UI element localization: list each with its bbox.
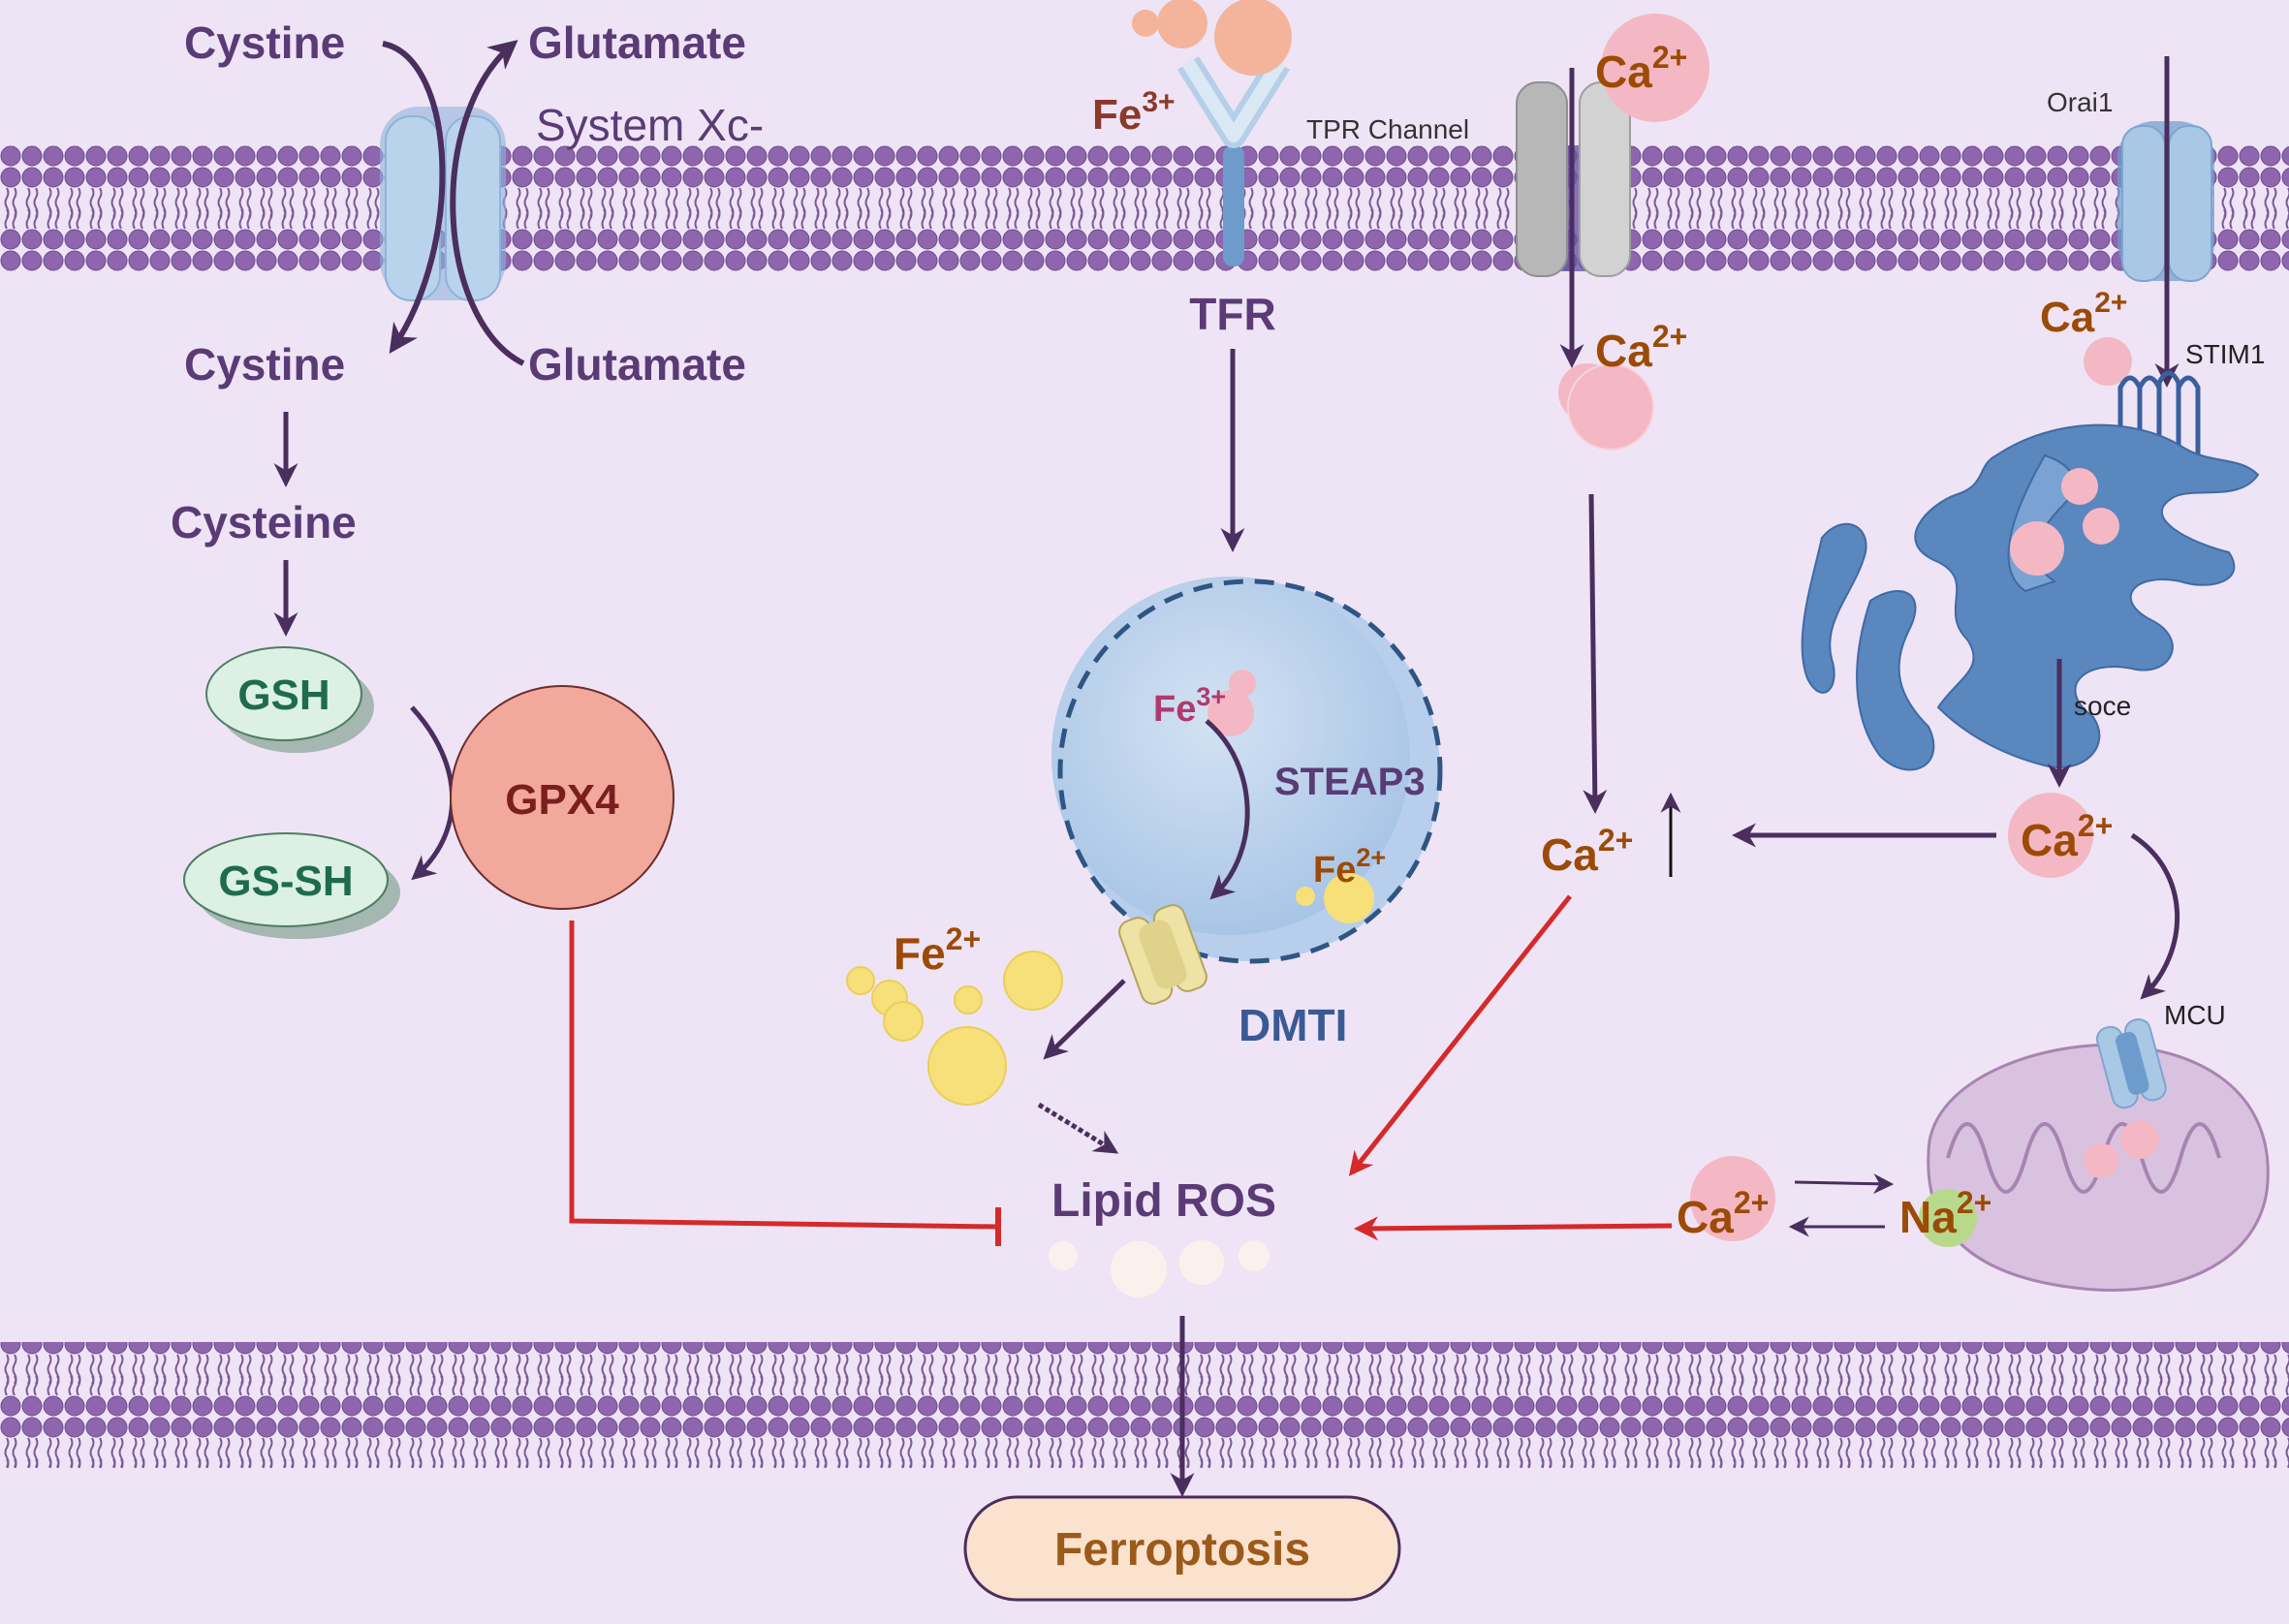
cystine-inside-label: Cystine: [184, 339, 345, 390]
endosome: [1051, 577, 1443, 964]
cystine-outside-label: Cystine: [184, 17, 345, 68]
fe2-iron-pool: [846, 951, 1063, 1106]
calcium-ion-orai1: [2084, 337, 2132, 386]
dmt1-transporter: [1118, 904, 1207, 1005]
glutamate-outside-label: Glutamate: [528, 17, 746, 68]
stim1-sensor: [2117, 370, 2201, 460]
calcium-ions-tpr: [1558, 363, 1654, 451]
dmt1-to-fe2-arrow: [1043, 979, 1126, 1060]
system-xc-label: System Xc-: [536, 100, 764, 150]
calcium-to-lipid-ros-arrow: [1348, 894, 1572, 1176]
ros-bubbles: [1049, 1240, 1270, 1297]
gpx4-label: GPX4: [505, 776, 619, 824]
glutamate-inside-label: Glutamate: [528, 339, 746, 390]
ferroptosis-node: Ferroptosis: [963, 1495, 1401, 1602]
mito-calcium-to-lipid-ros-arrow: [1354, 1216, 1673, 1241]
calcium-ion-exchange: [1690, 1156, 1775, 1241]
system-xc-transporter: [380, 107, 506, 301]
glutamate-export-arrow: [450, 40, 525, 366]
steap3-label: STEAP3: [1274, 761, 1426, 803]
ca-outside-label: Ca2+: [1595, 40, 1687, 97]
gsh-node: GSH: [205, 646, 374, 753]
calcium-ion-soce: [2008, 793, 2093, 878]
fe3-outside-label: Fe3+: [1092, 86, 1176, 139]
fe2-endosome-label: Fe2+: [1313, 843, 1386, 890]
gsh-to-gssh-arrow: [410, 705, 455, 881]
gpx4-node: GPX4: [450, 685, 674, 910]
ca-tpr-inside-label: Ca2+: [1595, 319, 1687, 376]
ca-orai1-label: Ca2+: [2040, 287, 2127, 341]
fe3-endosome-label: Fe3+: [1153, 682, 1226, 730]
fe2-cytosol-label: Fe2+: [894, 921, 981, 979]
mcu-label: MCU: [2164, 1000, 2226, 1030]
gpx4-inhibition-line: [569, 921, 999, 1230]
sodium-ion: [1919, 1189, 1977, 1247]
tpr-channel-label: TPR Channel: [1306, 114, 1469, 144]
endoplasmic-reticulum: [1801, 423, 2260, 771]
ca-to-mito-exchange-arrow: [1794, 1173, 1895, 1195]
gs-sh-label: GS-SH: [218, 858, 353, 905]
calcium-to-mitochondria-arrow: [2130, 832, 2180, 1000]
dmt1-label: DMTI: [1239, 1000, 1347, 1050]
mcu-channel: [2096, 1017, 2167, 1109]
ca-soce-label: Ca2+: [2021, 808, 2113, 865]
bottom-membrane: [0, 1342, 2289, 1468]
soce-label: soce: [2074, 691, 2131, 721]
orai1-label: Orai1: [2047, 87, 2113, 117]
ca-cytosol-label: Ca2+: [1541, 823, 1633, 880]
na-label: Na2+: [1899, 1185, 1991, 1242]
cystine-import-arrow: [382, 41, 446, 354]
orai1-channel: [2117, 121, 2214, 282]
gsh-label: GSH: [237, 671, 329, 719]
top-membrane: [0, 145, 2289, 271]
calcium-to-cytosol-arrow: [1583, 493, 1608, 814]
ca-exchange-label: Ca2+: [1677, 1185, 1769, 1242]
cysteine-label: Cysteine: [171, 497, 357, 547]
gs-sh-node: GS-SH: [183, 832, 400, 939]
er-calcium-stores: [2010, 468, 2119, 576]
mitochondrion: [1927, 1044, 2270, 1292]
fe2-to-lipid-ros-arrow: [1037, 1102, 1119, 1154]
fe3-to-fe2-arrow: [1205, 719, 1250, 900]
tfr-receptor: [1132, 0, 1292, 266]
lipid-ros-label: Lipid ROS: [1051, 1175, 1276, 1227]
ferroptosis-label: Ferroptosis: [1054, 1524, 1310, 1576]
tfr-label: TFR: [1189, 289, 1275, 339]
tpr-channel: [1516, 14, 1709, 277]
stim1-label: STIM1: [2185, 339, 2265, 369]
